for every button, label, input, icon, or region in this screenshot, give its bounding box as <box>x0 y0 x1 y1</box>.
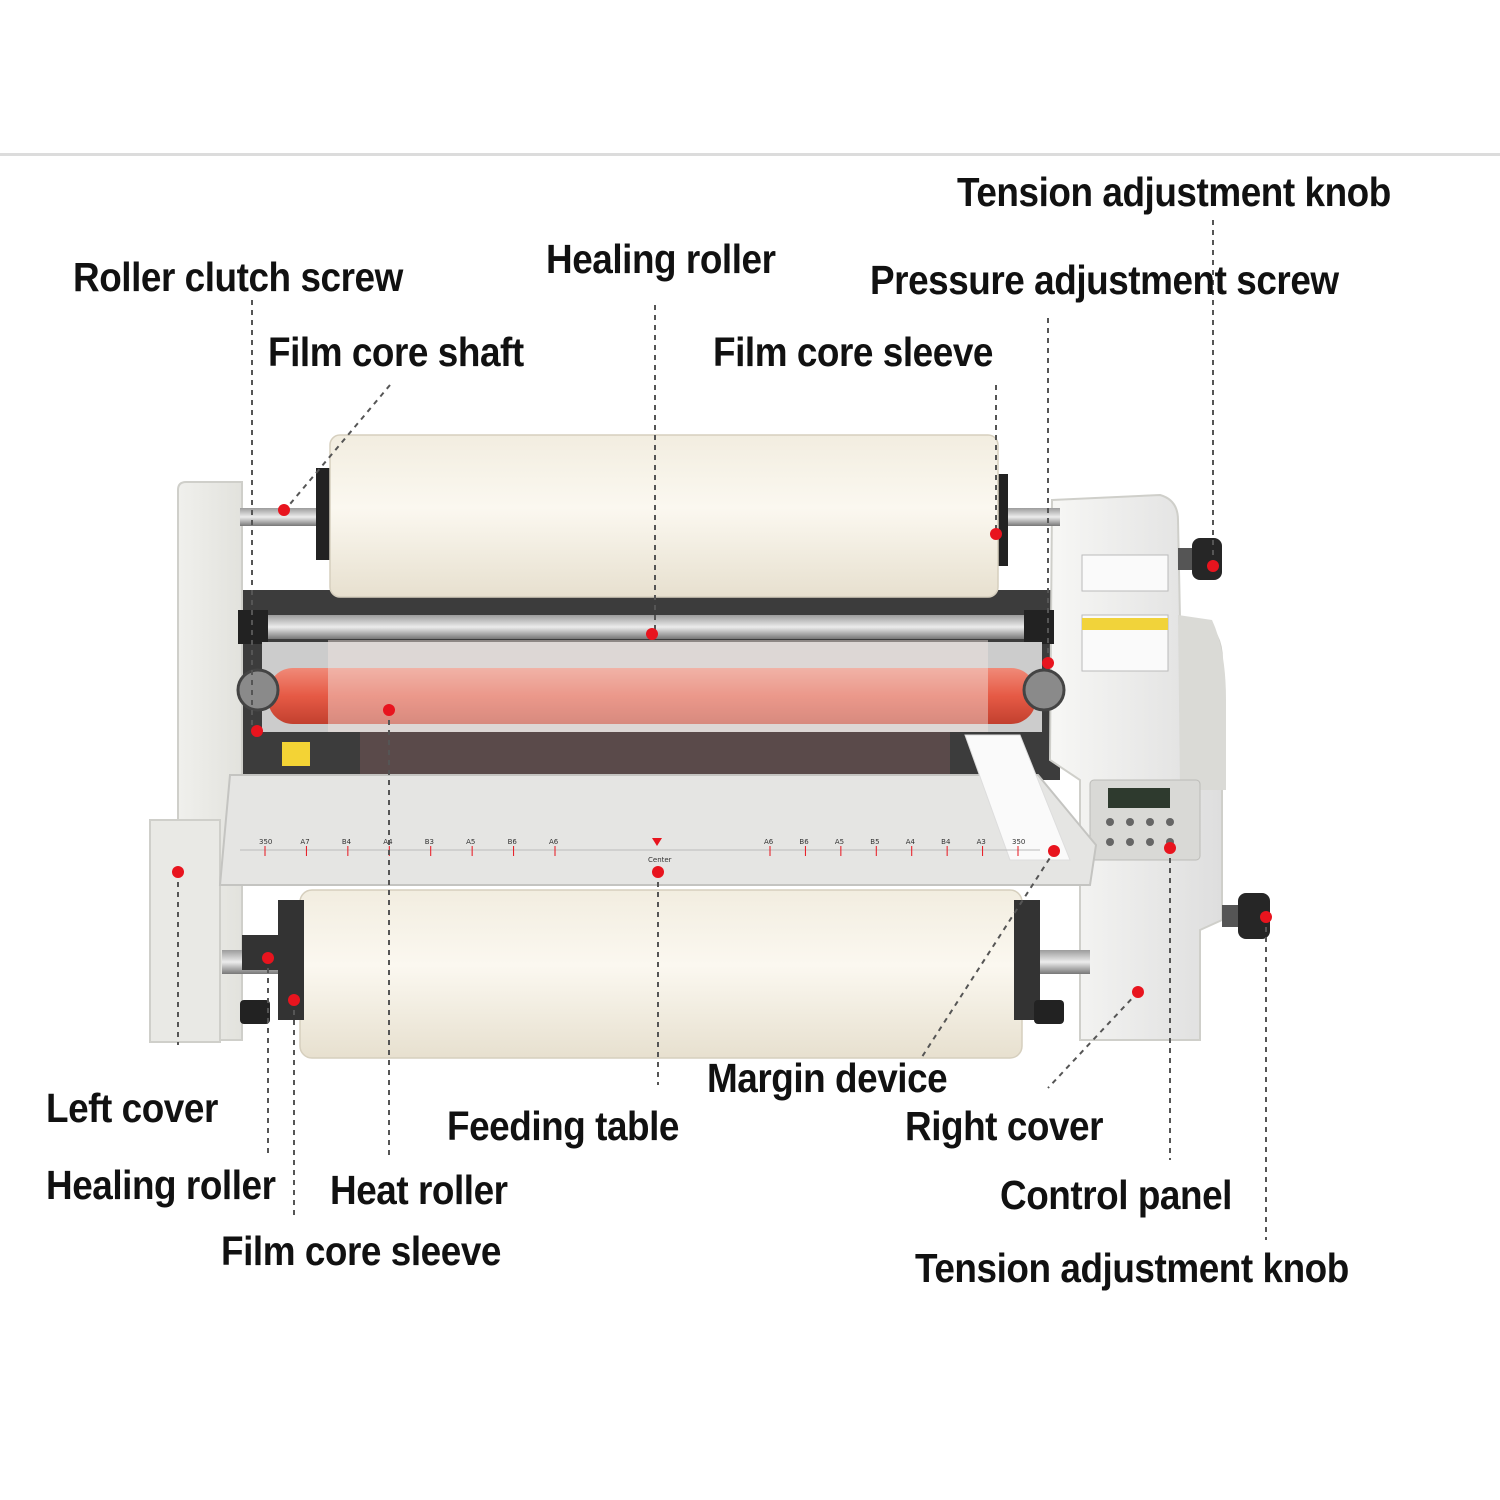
marker-dot <box>172 866 184 878</box>
ruler-right-label: A6 <box>764 838 774 846</box>
ruler-right-label: A5 <box>835 838 844 846</box>
label-pressure-adjustment-screw: Pressure adjustment screw <box>870 257 1339 303</box>
label-tension-adjustment-knob-bottom: Tension adjustment knob <box>915 1245 1349 1291</box>
marker-dot <box>278 504 290 516</box>
heat-roller-shape <box>236 640 1066 732</box>
tension-knob-upper <box>1178 538 1222 580</box>
marker-dots <box>172 504 1272 1006</box>
marker-dot <box>652 866 664 878</box>
tension-knob-lower <box>1222 893 1270 939</box>
upper-healing-roller <box>238 610 1054 644</box>
marker-dot <box>1132 986 1144 998</box>
label-film-core-sleeve-bottom: Film core sleeve <box>221 1228 501 1274</box>
label-healing-roller-top: Healing roller <box>546 236 776 282</box>
label-film-core-sleeve-top: Film core sleeve <box>713 329 993 375</box>
ruler-right-label: 350 <box>1012 838 1025 846</box>
control-panel-face <box>1089 779 1201 861</box>
marker-dot <box>990 528 1002 540</box>
label-control-panel: Control panel <box>1000 1172 1232 1218</box>
ruler-right-label: A3 <box>977 838 986 846</box>
ruler-left-label: A5 <box>466 838 475 846</box>
marker-dot <box>1048 845 1060 857</box>
ruler-right-label: B6 <box>799 838 809 846</box>
marker-dot <box>288 994 300 1006</box>
ruler-center-label: Center <box>648 856 672 864</box>
leader-lines <box>177 220 1267 1240</box>
ruler-left-label: B3 <box>425 838 434 846</box>
marker-dot <box>1260 911 1272 923</box>
ruler-left-label: B4 <box>342 838 352 846</box>
top-divider <box>0 153 1500 156</box>
label-tension-adjustment-knob-top: Tension adjustment knob <box>957 169 1391 215</box>
marker-dot <box>646 628 658 640</box>
ruler-left-label: A6 <box>549 838 559 846</box>
label-roller-clutch-screw: Roller clutch screw <box>73 254 403 300</box>
marker-dot <box>1207 560 1219 572</box>
marker-dot <box>383 704 395 716</box>
label-film-core-shaft: Film core shaft <box>268 329 524 375</box>
ruler-right-label: A4 <box>906 838 916 846</box>
right-cover <box>1048 493 1226 1041</box>
label-heat-roller: Heat roller <box>330 1167 508 1213</box>
marker-dot <box>1164 842 1176 854</box>
upper-film-roll <box>329 434 999 598</box>
marker-dot <box>251 725 263 737</box>
ruler-right-label: B5 <box>870 838 879 846</box>
marker-dot <box>1042 657 1054 669</box>
marker-dot <box>262 952 274 964</box>
label-feeding-table: Feeding table <box>447 1103 679 1149</box>
label-healing-roller-bottom: Healing roller <box>46 1162 276 1208</box>
lower-film-roll <box>222 889 1090 1059</box>
label-right-cover: Right cover <box>905 1103 1104 1149</box>
ruler-left-label: A7 <box>300 838 309 846</box>
ruler-right-label: B4 <box>941 838 951 846</box>
ruler-left-label: B6 <box>508 838 518 846</box>
ruler-left-label: 350 <box>259 838 272 846</box>
left-cover <box>149 481 243 1043</box>
label-left-cover: Left cover <box>46 1085 218 1131</box>
label-margin-device: Margin device <box>707 1055 948 1101</box>
